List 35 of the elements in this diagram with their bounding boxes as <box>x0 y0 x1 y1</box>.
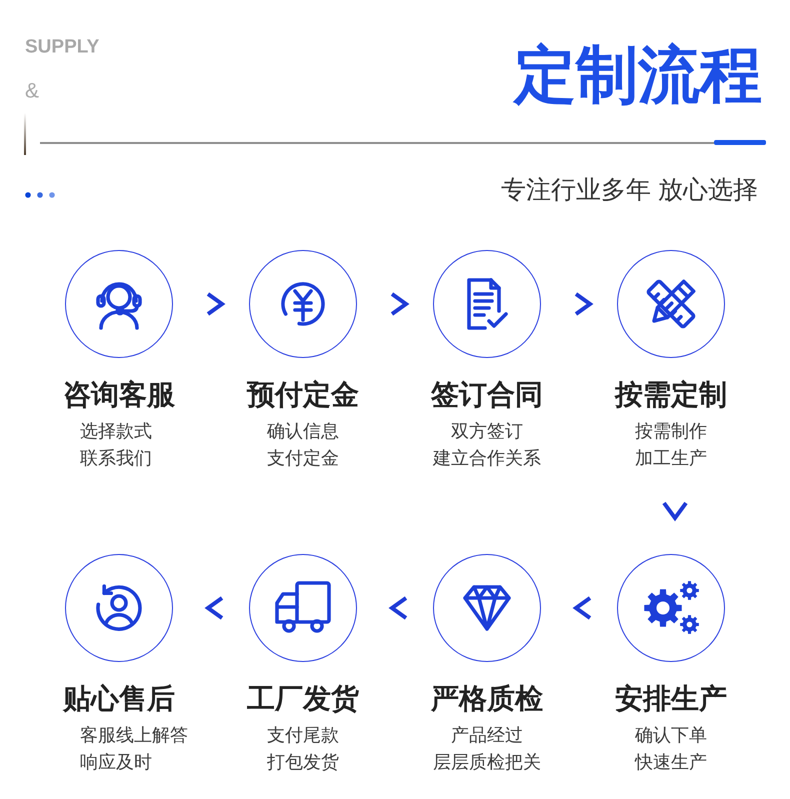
ampersand-text: & <box>25 78 40 104</box>
subtitle: 专注行业多年 放心选择 <box>501 175 758 205</box>
step-description: 确认下单 <box>635 724 707 746</box>
step-title: 贴心售后 <box>63 682 175 716</box>
page-title: 定制流程 <box>514 40 762 112</box>
step-description: 加工生产 <box>635 447 707 469</box>
chevron-arrow <box>206 292 226 316</box>
step-description: 产品经过 <box>451 724 523 746</box>
step-description: 选择款式 <box>80 420 152 442</box>
step-title: 签订合同 <box>431 378 543 412</box>
chevron-arrow <box>388 596 408 620</box>
chevron-arrow <box>662 502 688 522</box>
chevron-arrow <box>574 292 594 316</box>
step-title: 预付定金 <box>247 378 359 412</box>
step-description: 确认信息 <box>267 420 339 442</box>
step-description: 层层质检把关 <box>433 751 541 773</box>
chevron-arrow <box>204 596 224 620</box>
step-description: 支付定金 <box>267 447 339 469</box>
step-description: 双方签订 <box>451 420 523 442</box>
header-label: SUPPLY <box>25 36 100 58</box>
step-description: 客服线上解答 <box>80 724 188 746</box>
step-description: 快速生产 <box>635 751 707 773</box>
step-title: 严格质检 <box>431 682 543 716</box>
chevron-arrow <box>572 596 592 620</box>
step-description: 按需制作 <box>635 420 707 442</box>
step-description: 打包发货 <box>267 751 339 773</box>
step-title: 安排生产 <box>615 682 727 716</box>
chevron-arrow <box>390 292 410 316</box>
step-title: 工厂发货 <box>247 682 359 716</box>
step-description: 支付尾款 <box>267 724 339 746</box>
step-title: 按需定制 <box>615 378 727 412</box>
step-title: 咨询客服 <box>63 378 175 412</box>
step-description: 响应及时 <box>80 751 152 773</box>
step-description: 联系我们 <box>80 447 152 469</box>
step-description: 建立合作关系 <box>433 447 541 469</box>
